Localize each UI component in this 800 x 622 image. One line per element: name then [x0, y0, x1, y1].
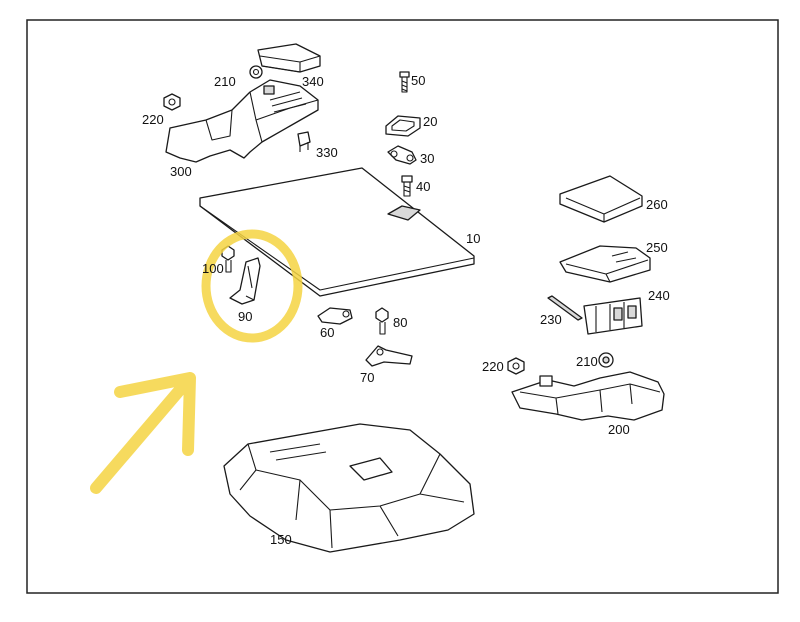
- part-50-screw[interactable]: [399, 71, 410, 93]
- part-70-bracket[interactable]: [365, 345, 413, 367]
- label-220-lower: 220: [482, 359, 504, 374]
- label-50: 50: [411, 73, 425, 88]
- part-210-nut-top[interactable]: [249, 65, 263, 79]
- part-80-screw[interactable]: [375, 307, 389, 335]
- part-90-bracket[interactable]: [229, 257, 261, 305]
- part-200-housing[interactable]: [511, 371, 665, 421]
- part-340-cover[interactable]: [257, 43, 321, 73]
- part-300-housing[interactable]: [165, 79, 319, 163]
- label-210-top: 210: [214, 74, 236, 89]
- label-20: 20: [423, 114, 437, 129]
- label-60: 60: [320, 325, 334, 340]
- label-340: 340: [302, 74, 324, 89]
- label-220-top: 220: [142, 112, 164, 127]
- label-70: 70: [360, 370, 374, 385]
- part-220-nut-lower[interactable]: [507, 357, 525, 375]
- label-200: 200: [608, 422, 630, 437]
- part-230-strap[interactable]: [547, 295, 583, 321]
- label-150: 150: [270, 532, 292, 547]
- part-40-screw[interactable]: [401, 175, 413, 197]
- label-40: 40: [416, 179, 430, 194]
- part-30-hinge[interactable]: [387, 145, 417, 165]
- part-330-clip[interactable]: [297, 131, 311, 152]
- label-90: 90: [238, 309, 252, 324]
- label-10: 10: [466, 231, 480, 246]
- label-330: 330: [316, 145, 338, 160]
- highlight-arrow: [90, 372, 196, 494]
- part-20-grommet[interactable]: [385, 115, 421, 137]
- label-80: 80: [393, 315, 407, 330]
- part-150-floor-carpet[interactable]: [223, 423, 475, 553]
- part-220-nut-top[interactable]: [163, 93, 181, 111]
- label-240: 240: [648, 288, 670, 303]
- label-210-lower: 210: [576, 354, 598, 369]
- label-250: 250: [646, 240, 668, 255]
- label-100: 100: [202, 261, 224, 276]
- label-260: 260: [646, 197, 668, 212]
- highlight-circle: [201, 229, 303, 343]
- part-210-washer-lower[interactable]: [598, 352, 614, 368]
- part-250-tray[interactable]: [559, 245, 651, 283]
- label-30: 30: [420, 151, 434, 166]
- part-240-fuse-block[interactable]: [583, 297, 643, 335]
- part-60-latch[interactable]: [317, 307, 353, 325]
- label-300: 300: [170, 164, 192, 179]
- part-260-cover[interactable]: [559, 175, 643, 223]
- label-230: 230: [540, 312, 562, 327]
